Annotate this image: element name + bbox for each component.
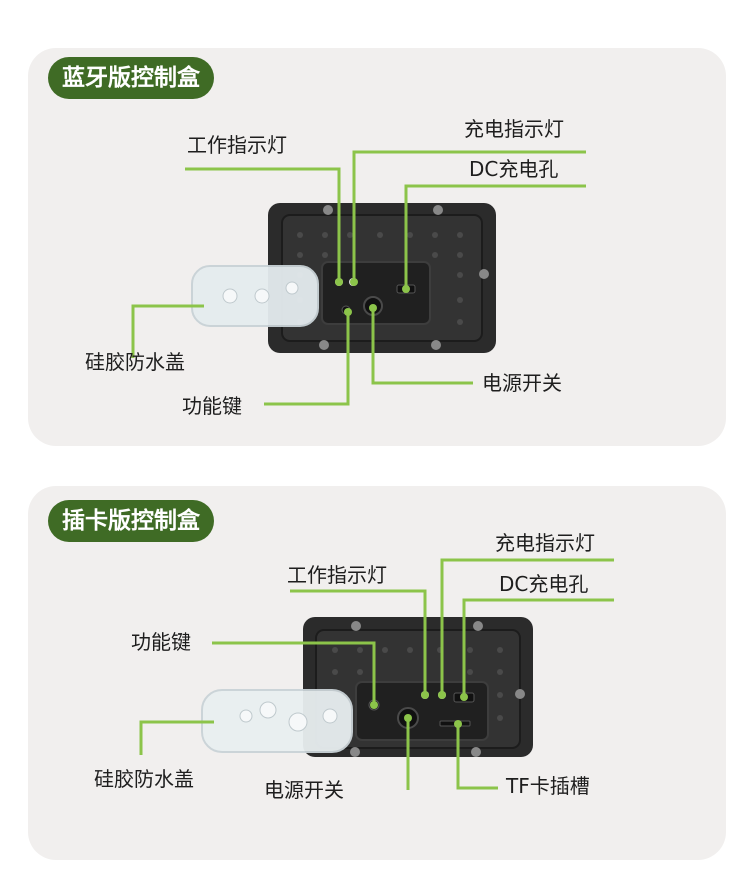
card-power-switch-label: 电源开关 <box>264 778 344 802</box>
card-tf-slot-label: TF卡插槽 <box>506 774 590 798</box>
bt-charge-indicator-label: 充电指示灯 <box>464 117 564 141</box>
card-title-badge: 插卡版控制盒 <box>48 500 214 542</box>
card-dc-port-label: DC充电孔 <box>499 572 589 596</box>
bt-silicone-cover-label: 硅胶防水盖 <box>85 350 185 374</box>
card-charge-indicator-label: 充电指示灯 <box>495 531 595 555</box>
card-leader-lines <box>139 558 614 790</box>
bt-dc-port-label: DC充电孔 <box>469 157 559 181</box>
card-work-indicator-label: 工作指示灯 <box>287 563 387 587</box>
bluetooth-leader-lines <box>131 150 586 406</box>
card-function-key-label: 功能键 <box>131 630 191 654</box>
bt-power-switch-label: 电源开关 <box>482 371 562 395</box>
bluetooth-title-badge: 蓝牙版控制盒 <box>48 57 214 99</box>
bt-function-key-label: 功能键 <box>182 394 242 418</box>
card-silicone-cover-label: 硅胶防水盖 <box>94 767 194 791</box>
bt-work-indicator-label: 工作指示灯 <box>187 133 287 157</box>
card-device-image <box>201 617 533 757</box>
bluetooth-device-image <box>191 203 496 353</box>
